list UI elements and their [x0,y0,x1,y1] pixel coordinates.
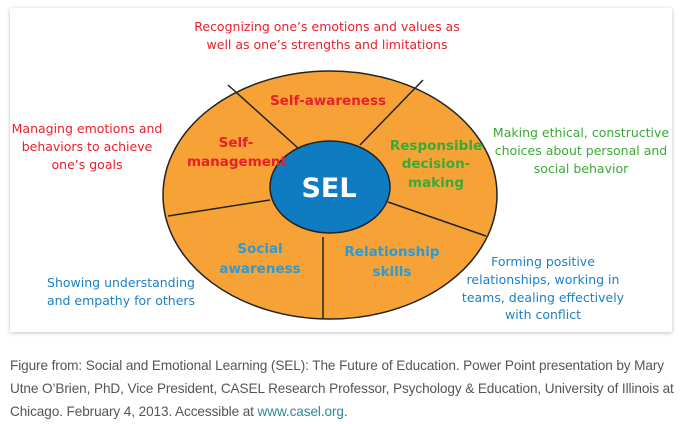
description-line: one’s goals [52,157,123,172]
segment-responsible-decision-making: making [408,175,464,191]
description-line: social behavior [534,161,629,176]
description-line: relationships, working in [467,272,620,287]
figure-caption: Figure from: Social and Emotional Learni… [10,354,675,423]
segment-social-awareness: awareness [219,261,300,277]
segment-social-awareness: Social [237,241,282,257]
description-line: Managing emotions and [12,121,163,136]
center-ellipse [269,140,391,234]
description-line: Recognizing one’s emotions and values as [194,19,460,34]
description-line: Showing understanding [47,275,195,290]
caption-text: Figure from: Social and Emotional Learni… [10,358,674,419]
divider [227,84,299,149]
description-line: well as one’s strengths and limitations [207,37,448,52]
center-label: SEL [301,173,356,204]
segment-responsible-decision-making: decision- [402,156,471,172]
responsible-decision-making-description: Making ethical, constructive choices abo… [493,125,669,176]
divider [167,199,271,217]
self-awareness-description: Recognizing one’s emotions and values as… [194,19,460,52]
self-management-description: Managing emotions and behaviors to achie… [12,121,163,172]
divider [359,79,424,146]
relationship-skills-description: Forming positive relationships, working … [462,254,625,322]
divider [387,201,487,237]
segment-self-management: Self- [219,135,254,151]
segment-relationship-skills: Relationship [344,244,440,260]
description-line: choices about personal and [495,143,667,158]
description-line: behaviors to achieve [22,139,153,154]
description-line: Forming positive [491,254,595,269]
segment-self-management: management [187,154,288,170]
social-awareness-description: Showing understanding and empathy for ot… [47,275,195,308]
segment-dividers [167,79,487,318]
segment-responsible-decision-making: Responsible [390,138,482,154]
description-line: teams, dealing effectively [462,290,625,305]
segment-self-awareness: Self-awareness [270,93,386,109]
segment-relationship-skills: skills [373,264,412,280]
casel-link[interactable]: www.casel.org [257,404,344,419]
description-line: with conflict [505,307,581,322]
caption-end: . [343,404,348,419]
description-line: Making ethical, constructive [493,125,669,140]
description-line: and empathy for others [47,293,195,308]
